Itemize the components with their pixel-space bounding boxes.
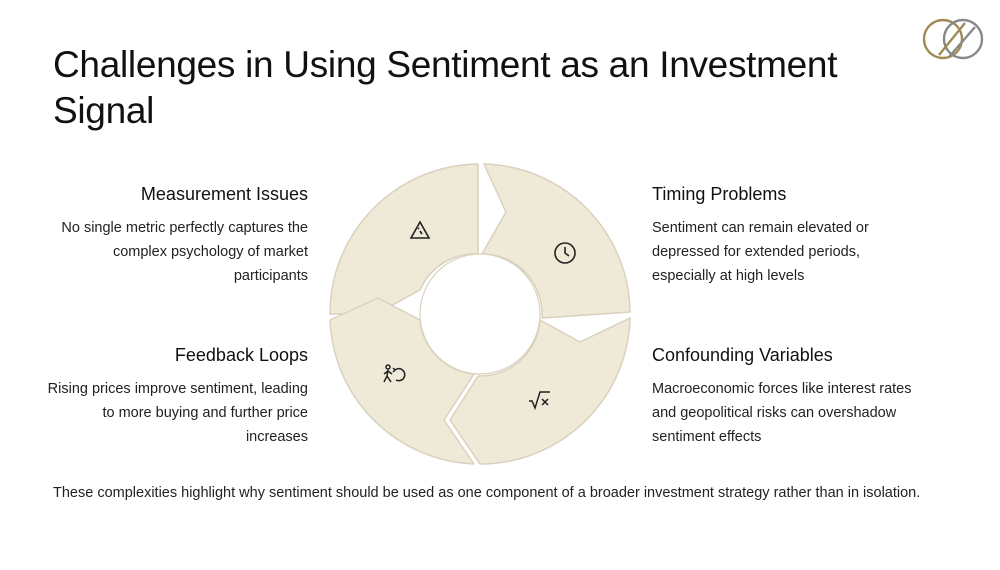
brand-logo-icon	[922, 18, 984, 60]
confounding-segment	[449, 317, 631, 465]
triangle-ruler-icon	[409, 220, 431, 239]
timing-problems-block: Timing Problems Sentiment can remain ele…	[652, 183, 922, 288]
feedback-loops-heading: Feedback Loops	[174, 345, 308, 365]
page-title: Challenges in Using Sentiment as an Inve…	[53, 44, 838, 131]
square-root-icon	[529, 391, 550, 411]
measurement-issues-text: No single metric perfectly captures the …	[61, 220, 308, 284]
clock-icon	[554, 242, 576, 264]
measurement-issues-block: Measurement Issues No single metric perf…	[38, 183, 308, 288]
footer-text: These complexities highlight why sentime…	[53, 485, 921, 501]
cycle-diagram	[329, 163, 631, 465]
feedback-loops-text: Rising prices improve sentiment, leading…	[47, 381, 308, 445]
timing-segment	[481, 163, 631, 319]
measurement-issues-heading: Measurement Issues	[140, 184, 308, 204]
confounding-variables-text: Macroeconomic forces like interest rates…	[652, 381, 912, 445]
timing-problems-heading: Timing Problems	[652, 184, 787, 204]
confounding-variables-heading: Confounding Variables	[652, 345, 833, 365]
confounding-variables-block: Confounding Variables Macroeconomic forc…	[652, 344, 922, 449]
walker-loop-icon	[383, 364, 406, 383]
measurement-segment	[329, 163, 479, 315]
center-hole	[419, 253, 541, 375]
feedback-loops-block: Feedback Loops Rising prices improve sen…	[38, 344, 308, 449]
timing-problems-text: Sentiment can remain elevated or depress…	[652, 220, 869, 284]
